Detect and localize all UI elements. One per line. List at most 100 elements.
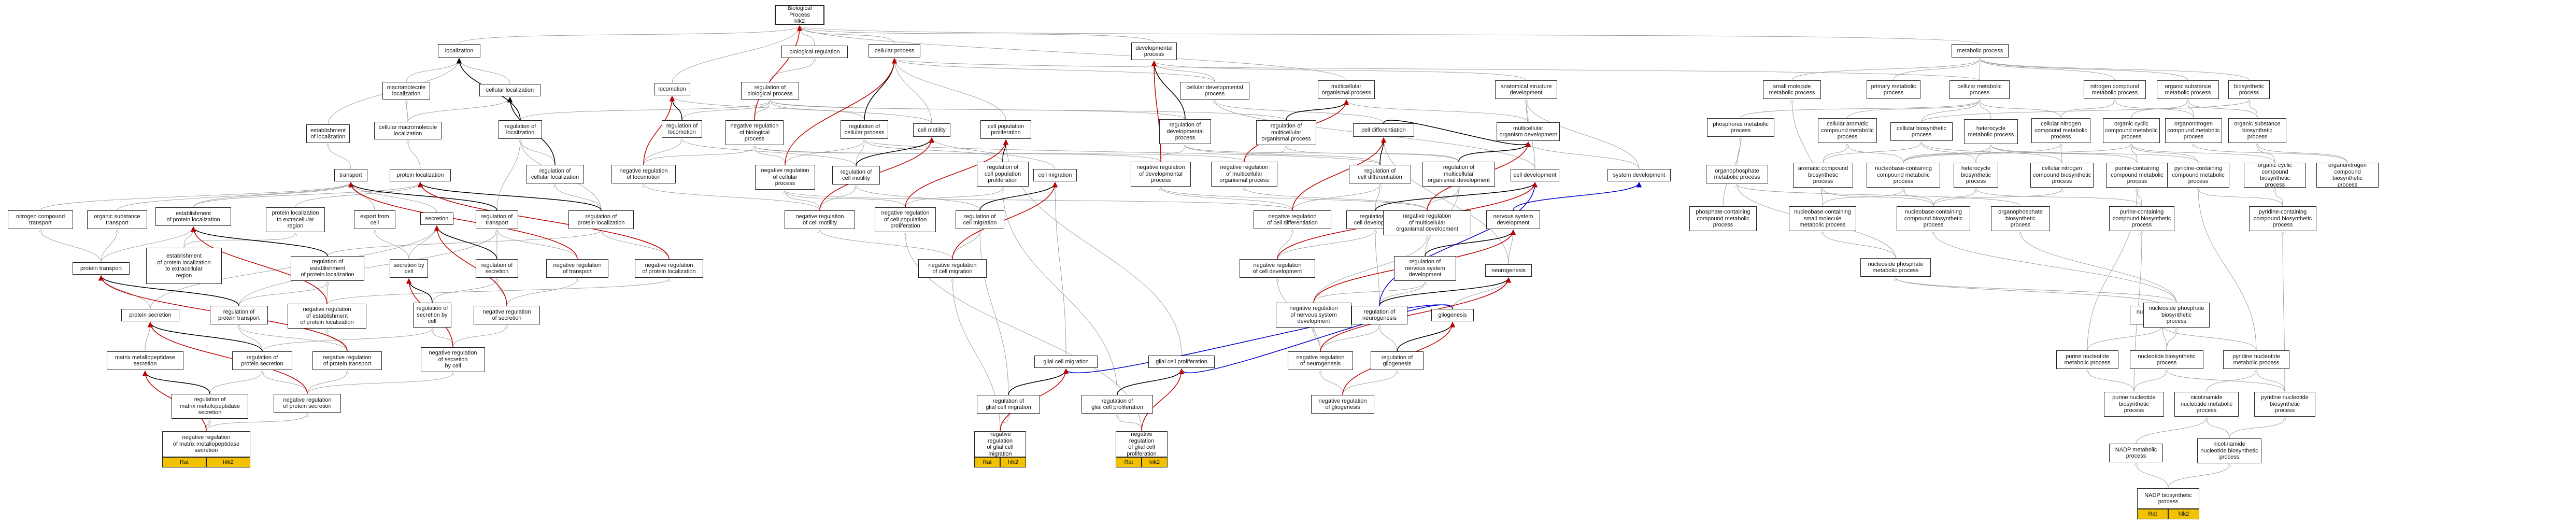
- go-term-cellnitro[interactable]: cellular nitrogen compound metabolic pro…: [2031, 118, 2090, 143]
- go-term-anatdev[interactable]: anatomical structure development: [1495, 80, 1557, 99]
- go-term-cellnitrobio[interactable]: cellular nitrogen compound biosynthetic …: [2030, 163, 2094, 188]
- go-term-regcelldiff[interactable]: regulation of cell differentiation: [1349, 165, 1411, 183]
- go-term-nucphosmet[interactable]: nucleoside phosphate metabolic process: [1860, 258, 1931, 277]
- go-term-negregbp[interactable]: negative regulation of biological proces…: [725, 120, 784, 145]
- go-term-cellbiosyn[interactable]: cellular biosynthetic process: [1890, 122, 1953, 141]
- go-term-purinemet[interactable]: purine-containing compound metabolic pro…: [2106, 163, 2168, 188]
- go-term-regcellmig[interactable]: regulation of cell migration: [956, 210, 1004, 229]
- go-term-cellloc[interactable]: cellular localization: [479, 84, 540, 96]
- go-term-regcellloc[interactable]: regulation of cellular localization: [526, 165, 584, 183]
- go-term-negregcellmig[interactable]: negative regulation of cell migration: [918, 259, 987, 278]
- go-term-phosphmet[interactable]: phosphorus metabolic process: [1707, 118, 1774, 137]
- go-term-estloc[interactable]: establishment of localization: [306, 124, 350, 143]
- go-term-mmpsecretion[interactable]: matrix metallopeptidase secretion: [107, 351, 183, 370]
- go-term-orgcyc[interactable]: organic cyclic compound metabolic proces…: [2103, 118, 2160, 143]
- go-term-purinebio[interactable]: purine-containing compound biosynthetic …: [2109, 206, 2174, 231]
- go-term-celldev[interactable]: cell development: [1511, 169, 1559, 181]
- go-term-regcellmot[interactable]: regulation of cell motility: [832, 166, 880, 185]
- go-term-glialmig[interactable]: glial cell migration: [1034, 356, 1098, 368]
- go-term-celldevproc[interactable]: cellular developmental process: [1180, 82, 1249, 100]
- go-term-regprotsecretion[interactable]: regulation of protein secretion: [232, 351, 292, 370]
- go-term-cellpopprolif[interactable]: cell population proliferation: [980, 120, 1031, 139]
- go-term-cellmig[interactable]: cell migration: [1033, 169, 1077, 181]
- go-term-negregglialmig[interactable]: negative regulation of glial cell migrat…: [974, 431, 1026, 457]
- go-term-transport[interactable]: transport: [334, 169, 367, 181]
- go-term-cellarom[interactable]: cellular aromatic compound metabolic pro…: [1818, 118, 1877, 143]
- go-term-negregneuro[interactable]: negative regulation of neurogenesis: [1288, 351, 1353, 370]
- go-term-negregmultiorg[interactable]: negative regulation of multicellular org…: [1211, 162, 1277, 187]
- go-term-estprotlocextra[interactable]: establishment of protein localization to…: [146, 248, 222, 284]
- go-term-nucphosbio[interactable]: nucleoside phosphate biosynthetic proces…: [2143, 303, 2210, 328]
- go-term-nervsysdev[interactable]: nervous system development: [1486, 210, 1540, 229]
- go-term-negregmultiorgdev[interactable]: negative regulation of multicellular org…: [1383, 210, 1471, 235]
- go-term-organophos[interactable]: organophosphate metabolic process: [1706, 165, 1768, 183]
- go-term-prottransport[interactable]: protein transport: [73, 262, 130, 275]
- go-term-cellmet[interactable]: cellular metabolic process: [1949, 80, 2010, 99]
- go-term-negregcellmot[interactable]: negative regulation of cell motility: [785, 210, 855, 229]
- go-term-negregmmp[interactable]: negative regulation of matrix metallopep…: [162, 431, 250, 457]
- go-term-orgsubbiosyn[interactable]: organic substance biosynthetic process: [2228, 118, 2286, 143]
- go-term-negregprotloc[interactable]: negative regulation of protein localizat…: [635, 259, 703, 278]
- go-term-heterobiosyn[interactable]: heterocycle biosynthetic process: [1954, 163, 1998, 188]
- go-term-celldiff[interactable]: cell differentiation: [1353, 123, 1414, 137]
- go-term-gliogenesis[interactable]: gliogenesis: [1431, 309, 1474, 321]
- go-term-cellproc[interactable]: cellular process: [869, 44, 920, 58]
- go-term-regestprotloc[interactable]: regulation of establishment of protein l…: [291, 256, 364, 281]
- go-term-negregnervsys[interactable]: negative regulation of nervous system de…: [1276, 303, 1351, 328]
- go-term-multiorgdev[interactable]: multicellular organism development: [1497, 122, 1560, 141]
- go-term-protloc[interactable]: protein localization: [390, 169, 451, 181]
- go-term-purinenucbio[interactable]: purine nucleotide biosynthetic process: [2104, 392, 2164, 417]
- go-term-regbp[interactable]: regulation of biological process: [741, 82, 799, 100]
- go-term-regloco[interactable]: regulation of locomotion: [662, 120, 702, 138]
- go-term-biosyn[interactable]: biosynthetic process: [2228, 80, 2270, 99]
- go-term-devproc[interactable]: developmental process: [1131, 42, 1177, 60]
- go-term-protlocextra[interactable]: protein localization to extracellular re…: [266, 207, 325, 232]
- go-term-pyrinucmet[interactable]: pyridine nucleotide metabolic process: [2223, 350, 2289, 369]
- go-term-nucbasemet[interactable]: nucleobase-containing compound metabolic…: [1867, 163, 1940, 188]
- go-term-negregcellpop[interactable]: negative regulation of cell population p…: [875, 207, 936, 232]
- go-term-orgsubmet[interactable]: organic substance metabolic process: [2157, 80, 2219, 99]
- go-term-phoscontain[interactable]: phosphate-containing compound metabolic …: [1689, 206, 1757, 231]
- go-term-nadpbio[interactable]: NADP biosynthetic process: [2137, 488, 2199, 509]
- go-term-macroloc[interactable]: macromolecule localization: [382, 82, 430, 100]
- go-term-nucbasebio[interactable]: nucleobase-containing compound biosynthe…: [1897, 206, 1970, 231]
- go-term-negregsecbycell[interactable]: negative regulation of secretion by cell: [421, 347, 485, 372]
- go-term-cellmot[interactable]: cell motility: [913, 123, 950, 137]
- go-term-negregcelldiff[interactable]: negative regulation of cell differentiat…: [1254, 210, 1331, 229]
- go-term-pyrimet[interactable]: pyridine-containing compound metabolic p…: [2167, 163, 2229, 188]
- go-term-regprotloc[interactable]: regulation of protein localization: [568, 210, 634, 229]
- go-term-bp[interactable]: Biological Process hlk2: [775, 5, 824, 25]
- go-term-negregprotsec[interactable]: negative regulation of protein secretion: [274, 394, 341, 413]
- go-term-reggliogenesis[interactable]: regulation of gliogenesis: [1371, 351, 1424, 370]
- go-term-negregsecretion[interactable]: negative regulation of secretion: [474, 306, 540, 324]
- go-term-nicotinamide[interactable]: nicotinamide nucleotide metabolic proces…: [2174, 392, 2239, 417]
- go-term-negregcellproc[interactable]: negative regulation of cellular process: [755, 165, 815, 190]
- go-term-negregloco[interactable]: negative regulation of locomotion: [611, 165, 676, 183]
- go-term-negregglialprolif[interactable]: negative regulation of glial cell prolif…: [1116, 431, 1168, 457]
- go-term-negregestprotloc[interactable]: negative regulation of establishment of …: [288, 304, 366, 329]
- go-term-orgcycbio[interactable]: organic cyclic compound biosynthetic pro…: [2244, 162, 2306, 188]
- go-term-nitrotransport[interactable]: nitrogen compound transport: [8, 210, 73, 229]
- go-term-sysdev[interactable]: system development: [1607, 169, 1671, 181]
- go-term-purinenucmet[interactable]: purine nucleotide metabolic process: [2056, 350, 2118, 369]
- go-term-pyrinucbio[interactable]: pyridine nucleotide biosynthetic process: [2254, 392, 2315, 417]
- go-term-glialprolif[interactable]: glial cell proliferation: [1148, 356, 1215, 368]
- go-term-neurogenesis[interactable]: neurogenesis: [1485, 264, 1532, 277]
- go-term-negregcelldev[interactable]: negative regulation of cell development: [1240, 259, 1315, 278]
- go-term-locomotion[interactable]: locomotion: [654, 83, 690, 95]
- go-term-smallmol[interactable]: small molecule metabolic process: [1763, 80, 1821, 99]
- go-term-regglialprolif[interactable]: regulation of glial cell proliferation: [1081, 395, 1153, 414]
- go-term-regcellpopprolif[interactable]: regulation of cell population proliferat…: [977, 162, 1029, 187]
- go-term-cellmacroloc[interactable]: cellular macromolecule localization: [374, 122, 442, 139]
- go-term-estprotloc[interactable]: establishment of protein localization: [155, 207, 231, 226]
- go-term-secretion[interactable]: secretion: [420, 212, 453, 225]
- go-term-nadpmet[interactable]: NADP metabolic process: [2109, 444, 2163, 462]
- go-term-regneurogenesis[interactable]: regulation of neurogenesis: [1351, 306, 1407, 324]
- go-term-negregprottransport[interactable]: negative regulation of protein transport: [312, 351, 382, 370]
- go-term-regsecretion[interactable]: regulation of secretion: [476, 259, 518, 278]
- go-term-negreggliogenesis[interactable]: negative regulation of gliogenesis: [1311, 395, 1374, 414]
- go-term-organonitro[interactable]: organonitrogen compound metabolic proces…: [2165, 118, 2222, 143]
- go-term-regglialmig[interactable]: regulation of glial cell migration: [977, 395, 1040, 414]
- go-term-exportcell[interactable]: export from cell: [354, 210, 395, 229]
- go-term-aromcompbio[interactable]: aromatic compound biosynthetic process: [1793, 163, 1853, 188]
